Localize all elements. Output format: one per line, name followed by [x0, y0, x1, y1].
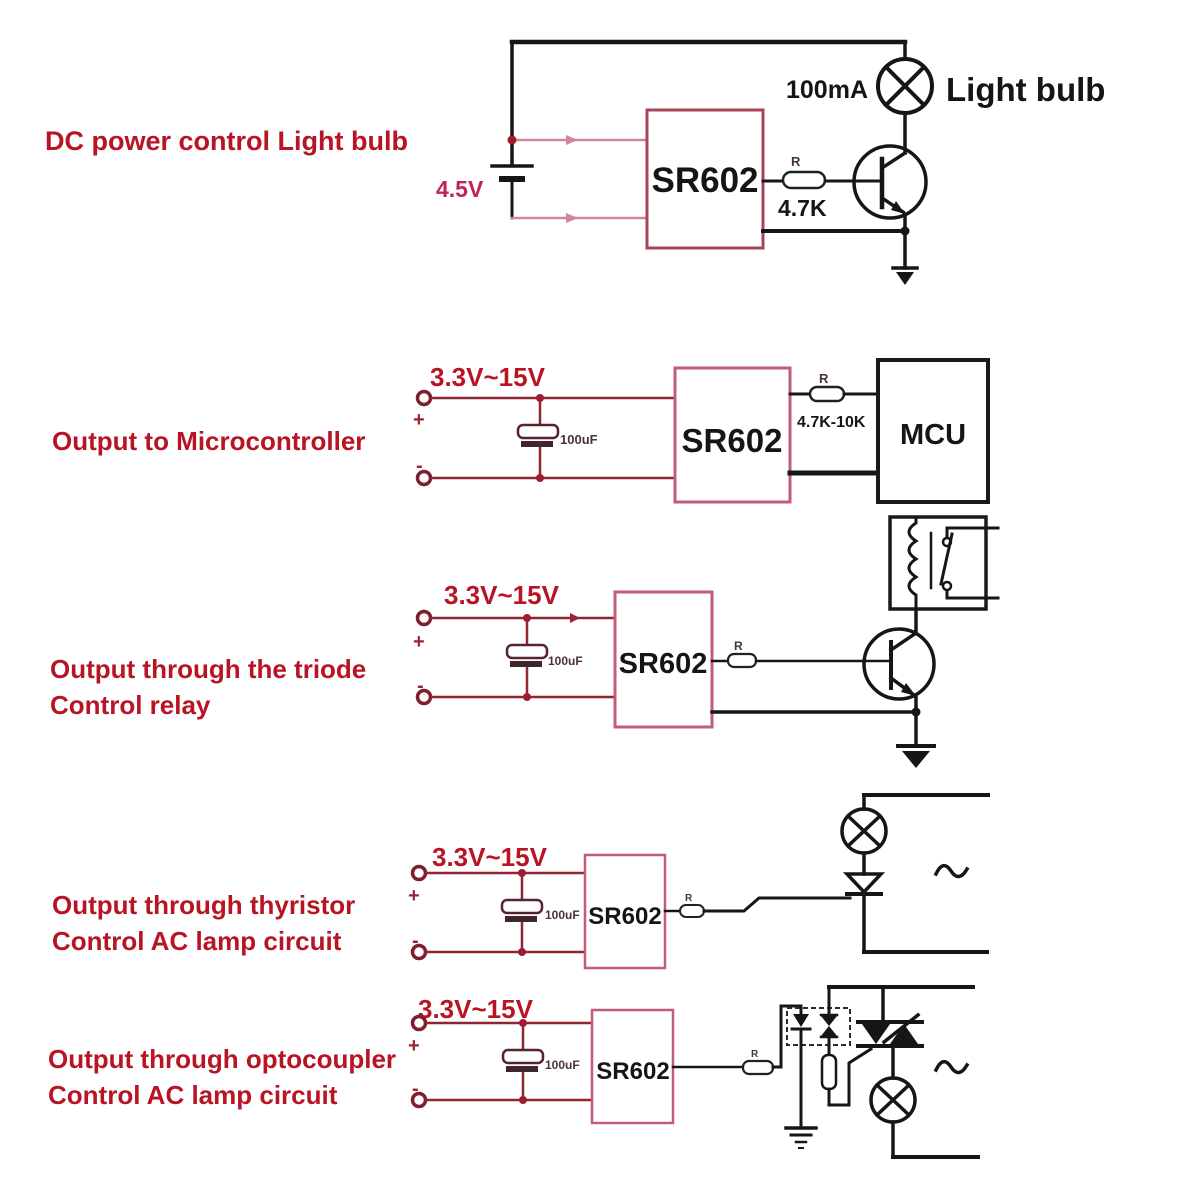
- resistor-label: R: [751, 1049, 759, 1060]
- relay-contact-bottom-stub: [945, 588, 1000, 600]
- opto-phototriac-symbol: [819, 1013, 839, 1039]
- battery-voltage-label: 4.5V: [436, 176, 484, 202]
- module-label: SR602: [588, 903, 661, 930]
- wire-arrow: [566, 213, 578, 223]
- plus-sign: +: [408, 885, 420, 907]
- capacitor-symbol: [516, 396, 560, 480]
- section-title-line1: Output through thyristor: [52, 890, 355, 920]
- section-title-line2: Control AC lamp circuit: [52, 926, 342, 956]
- ac-source-symbol: [933, 864, 970, 879]
- resistor-label: R: [819, 371, 829, 386]
- ground-icon: [891, 266, 919, 285]
- resistor-label: R: [791, 154, 801, 169]
- section-title: Output to Microcontroller: [52, 426, 365, 456]
- wire-gate: [827, 1046, 874, 1107]
- terminal-positive: [410, 864, 428, 882]
- earth-ground-icon: [784, 1126, 818, 1149]
- resistor-label: R: [734, 639, 743, 653]
- relay-contact: [941, 580, 953, 592]
- supply-voltage-label: 3.3V~15V: [430, 362, 546, 392]
- circuit-triode-relay: Output through the triode Control relay …: [50, 515, 1000, 768]
- sr602-module-box: [673, 366, 792, 504]
- capacitor-symbol: [500, 871, 544, 954]
- capacitor-value: 100uF: [545, 908, 580, 922]
- resistor-value: 4.7K-10K: [797, 414, 866, 431]
- resistor-symbol: [726, 652, 758, 669]
- circuit-dc-power-light-bulb: DC power control Light bulb 4.5V SR602 R…: [45, 39, 1105, 285]
- module-label: SR602: [619, 648, 708, 680]
- load-label: Light bulb: [946, 71, 1105, 108]
- capacitor-value: 100uF: [545, 1058, 580, 1072]
- relay-contact-top-stub: [945, 526, 1000, 540]
- resistor-symbol: [781, 170, 827, 190]
- ac-source-symbol: [933, 1060, 970, 1075]
- load-label: MCU: [900, 419, 966, 451]
- resistor-symbol: [741, 1059, 775, 1076]
- plus-sign: +: [413, 631, 425, 653]
- terminal-positive: [415, 609, 433, 627]
- lamp-icon: [869, 1076, 917, 1159]
- wire-arrow: [570, 613, 580, 623]
- junction-dot: [507, 135, 517, 145]
- circuit-output-to-mcu: Output to Microcontroller 3.3V~15V + - 1…: [52, 358, 990, 504]
- optocoupler-box: [786, 1007, 851, 1046]
- section-title: DC power control Light bulb: [45, 126, 408, 156]
- module-label: SR602: [682, 422, 783, 459]
- relay-box: [888, 515, 1000, 611]
- relay-lever: [939, 532, 954, 586]
- triac-symbol: [856, 985, 924, 1080]
- section-title-line2: Control relay: [50, 690, 211, 720]
- minus-sign: -: [417, 675, 424, 697]
- resistor-symbol: [679, 904, 705, 918]
- module-label: SR602: [651, 161, 758, 200]
- supply-voltage-label: 3.3V~15V: [444, 580, 560, 610]
- minus-sign: -: [416, 455, 423, 477]
- wire-arrow: [566, 135, 578, 145]
- gate-resistor-symbol: [820, 1053, 838, 1091]
- capacitor-value: 100uF: [548, 654, 583, 668]
- plus-sign: +: [413, 409, 425, 431]
- scr-thyristor-symbol: [842, 851, 886, 954]
- module-label: SR602: [596, 1058, 669, 1085]
- resistor-label: R: [685, 893, 693, 904]
- opto-led-symbol: [790, 1014, 812, 1031]
- plus-sign: +: [408, 1035, 420, 1057]
- section-title-line2: Control AC lamp circuit: [48, 1080, 338, 1110]
- capacitor-value: 100uF: [560, 432, 598, 447]
- supply-voltage-label: 3.3V~15V: [432, 842, 548, 872]
- battery-symbol: [490, 164, 534, 182]
- circuit-optocoupler-ac-lamp: Output through optocoupler Control AC la…: [48, 985, 980, 1159]
- minus-sign: -: [412, 930, 419, 952]
- section-title-line1: Output through optocoupler: [48, 1044, 396, 1074]
- wire-led-feed: [771, 1004, 803, 1069]
- capacitor-symbol: [501, 1021, 545, 1102]
- ground-icon: [896, 744, 936, 768]
- relay-coil: [907, 515, 919, 610]
- minus-sign: -: [412, 1078, 419, 1100]
- sr602-module-box: [613, 590, 714, 729]
- current-label: 100mA: [786, 76, 868, 104]
- sr602-module-box: [645, 108, 765, 250]
- npn-transistor: [852, 111, 928, 233]
- terminal-positive: [410, 1014, 428, 1032]
- wire-gate: [702, 896, 852, 913]
- terminal-positive: [415, 389, 433, 407]
- mcu-box: [876, 358, 990, 504]
- emitter-arrow: [891, 201, 905, 214]
- circuit-thyristor-ac-lamp: Output through thyristor Control AC lamp…: [52, 793, 990, 970]
- emitter-arrow: [901, 683, 916, 696]
- capacitor-symbol: [505, 616, 549, 699]
- lamp-icon: [840, 793, 888, 855]
- resistor-symbol: [808, 385, 846, 403]
- section-title-line1: Output through the triode: [50, 654, 366, 684]
- supply-voltage-label: 3.3V~15V: [418, 994, 534, 1024]
- resistor-value: 4.7K: [778, 195, 827, 221]
- light-bulb-icon: [876, 40, 934, 115]
